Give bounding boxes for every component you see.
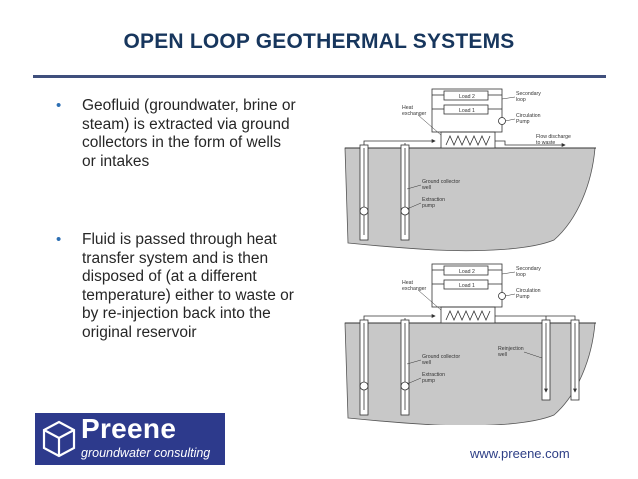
- reinjection-well-label: Reinjection: [498, 346, 524, 352]
- extraction-pump-label: pump: [422, 378, 435, 384]
- preene-logo: Preene groundwater consulting: [35, 413, 225, 465]
- geothermal-diagram: Load 2 Load 1 Secondary loop Heat exchan…: [344, 88, 596, 425]
- hexagon-logo-icon: [42, 420, 76, 458]
- circulation-pump-label: Pump: [516, 294, 530, 300]
- flow-discharge-label: Flow discharge: [536, 134, 571, 140]
- circulation-pump-icon: [498, 117, 506, 125]
- load2-box: [443, 265, 489, 276]
- secondary-loop-label: Secondary: [516, 266, 541, 272]
- extraction-pump-icon: [400, 206, 410, 216]
- diagram-top: Load 2 Load 1 Secondary loop Heat exchan…: [344, 88, 596, 252]
- flow-discharge-label: to waste: [536, 140, 555, 146]
- ground-collector-label: well: [422, 360, 431, 366]
- bullet-dot-icon: •: [56, 97, 62, 114]
- extraction-pump-icon: [359, 206, 369, 216]
- secondary-loop-label: Secondary: [516, 91, 541, 97]
- bullet-item: • Geofluid (groundwater, brine or steam)…: [56, 97, 296, 171]
- extraction-pump-icon: [400, 381, 410, 391]
- load1-label: Load 1: [459, 283, 475, 289]
- ground-collector-label: Ground collector: [422, 354, 460, 360]
- extraction-pump-label: pump: [422, 203, 435, 209]
- circulation-pump-label: Circulation: [516, 113, 541, 119]
- heat-exchanger-label: exchanger: [402, 111, 426, 117]
- secondary-loop: [431, 263, 503, 308]
- heat-exchanger-label: Heat: [402, 105, 414, 111]
- bullet-dot-icon: •: [56, 231, 62, 248]
- load2-label: Load 2: [459, 94, 475, 100]
- circulation-pump-label: Pump: [516, 119, 530, 125]
- bullet-list: • Geofluid (groundwater, brine or steam)…: [56, 97, 296, 342]
- ground-collector-label: well: [422, 185, 431, 191]
- secondary-loop: [431, 88, 503, 133]
- secondary-loop-label: loop: [516, 97, 526, 103]
- circulation-pump-icon: [498, 292, 506, 300]
- logo-tagline: groundwater consulting: [81, 446, 211, 460]
- title-rule: [33, 75, 606, 78]
- bullet-text: Fluid is passed through heat transfer sy…: [82, 231, 294, 341]
- extraction-pump-label: Extraction: [422, 197, 445, 203]
- reinjection-well-label: well: [498, 352, 507, 358]
- extraction-pump-label: Extraction: [422, 372, 445, 378]
- load1-label: Load 1: [459, 108, 475, 114]
- ground-mass: [344, 147, 596, 252]
- website-link[interactable]: www.preene.com: [470, 446, 570, 461]
- extraction-pump-icon: [359, 381, 369, 391]
- ground-mass: [344, 322, 596, 425]
- load2-box: [443, 90, 489, 101]
- logo-name: Preene: [81, 413, 177, 444]
- ground-collector-label: Ground collector: [422, 179, 460, 185]
- diagram-bottom: Load 2 Load 1 Secondary loop Heat exchan…: [344, 263, 596, 425]
- bullet-item: • Fluid is passed through heat transfer …: [56, 231, 296, 342]
- slide-title: OPEN LOOP GEOTHERMAL SYSTEMS: [123, 30, 515, 53]
- secondary-loop-label: loop: [516, 272, 526, 278]
- circulation-pump-label: Circulation: [516, 288, 541, 294]
- heat-exchanger-label: Heat: [402, 280, 414, 286]
- heat-exchanger-label: exchanger: [402, 286, 426, 292]
- load1-box: [443, 279, 489, 290]
- load2-label: Load 2: [459, 269, 475, 275]
- load1-box: [443, 104, 489, 115]
- bullet-text: Geofluid (groundwater, brine or steam) i…: [82, 97, 296, 170]
